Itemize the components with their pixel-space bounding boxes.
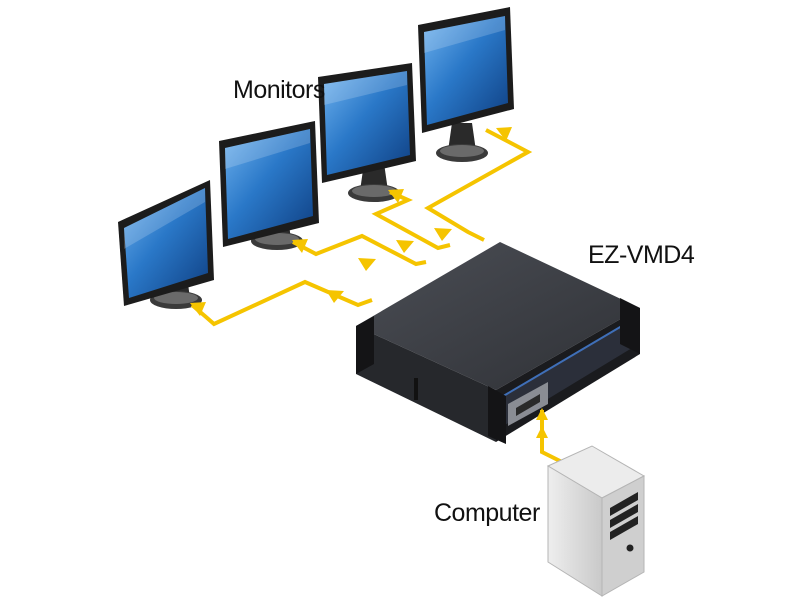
signal-arrow-icon — [536, 426, 548, 438]
signal-arrow-icon — [326, 290, 344, 303]
signal-arrow-icon — [396, 240, 414, 253]
output-arrows — [190, 127, 512, 316]
output-cables — [190, 128, 533, 327]
monitor-4 — [418, 7, 514, 162]
signal-arrow-icon — [358, 258, 376, 271]
signal-arrow-icon — [388, 189, 404, 203]
monitor-3 — [318, 63, 416, 202]
signal-arrow-icon — [536, 408, 548, 420]
device-left-side — [356, 326, 496, 442]
computer-tower-icon — [546, 445, 646, 597]
monitor-icon — [219, 121, 319, 250]
signal-arrow-icon — [292, 239, 308, 253]
monitors-label: Monitors — [233, 76, 325, 104]
monitor-icon — [118, 180, 214, 309]
computer-label: Computer — [434, 499, 540, 527]
cable-monitor-2 — [292, 233, 427, 267]
monitor-icon — [418, 7, 514, 162]
cable-monitor-1 — [190, 279, 373, 327]
signal-arrow-icon — [434, 228, 452, 241]
monitor-2 — [219, 121, 319, 250]
device-label: EZ-VMD4 — [588, 241, 695, 269]
monitor-icon — [318, 63, 416, 202]
monitor-1 — [118, 180, 214, 309]
device-top — [356, 242, 640, 390]
tower-front — [601, 475, 645, 597]
cable-monitor-4 — [424, 128, 533, 242]
signal-arrow-icon — [496, 127, 512, 141]
cable-monitor-3 — [371, 190, 451, 251]
video-distributor-icon — [356, 242, 640, 444]
signal-arrow-icon — [190, 302, 206, 316]
